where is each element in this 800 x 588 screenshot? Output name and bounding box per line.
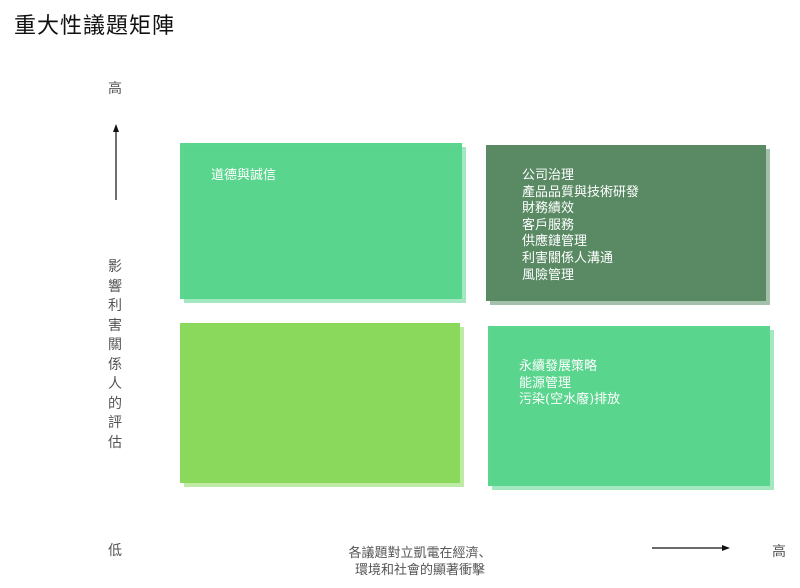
quadrant-bottom-left [180,323,464,487]
issue-item: 利害關係人溝通 [522,250,614,266]
x-axis-title-line1: 各議題對立凱電在經濟、 [348,546,492,561]
issue-item: 客戶服務 [522,217,575,233]
quadrant-top-left: 道德與誠信 [180,143,466,303]
quadrant-items: 道德與誠信 [211,168,276,185]
issue-item: 供應鏈管理 [522,234,588,250]
issue-item: 公司治理 [522,168,575,183]
quadrant-bottom-right: 永續發展策略能源管理污染(空水廢)排放 [488,326,774,490]
issue-item: 道德與誠信 [211,168,277,183]
quadrant-items: 永續發展策略能源管理污染(空水廢)排放 [519,359,620,409]
issue-item: 能源管理 [519,375,572,391]
issue-item: 風險管理 [522,267,575,283]
issue-item: 財務績效 [522,201,575,217]
x-axis-arrow-icon [652,545,730,551]
y-axis-arrow-icon [113,124,119,200]
y-axis-low-label: 低 [108,543,122,559]
x-axis-title-line2: 環境和社會的顯著衝擊 [354,563,485,578]
quadrant-items: 公司治理產品品質與技術研發財務績效客戶服務供應鏈管理利害關係人溝通風險管理 [522,168,639,284]
page-title: 重大性議題矩陣 [14,14,176,39]
issue-item: 產品品質與技術研發 [522,184,640,200]
y-axis-title: 影響利害關係人的評估 [108,259,122,451]
issue-item: 永續發展策略 [519,359,598,374]
x-axis-high-label: 高 [772,544,786,560]
issue-item: 污染(空水廢)排放 [519,392,621,408]
quadrant-top-right: 公司治理產品品質與技術研發財務績效客戶服務供應鏈管理利害關係人溝通風險管理 [486,145,770,305]
y-axis-high-label: 高 [108,81,122,97]
x-axis-title: 各議題對立凱電在經濟、 環境和社會的顯著衝擊 [300,545,540,579]
